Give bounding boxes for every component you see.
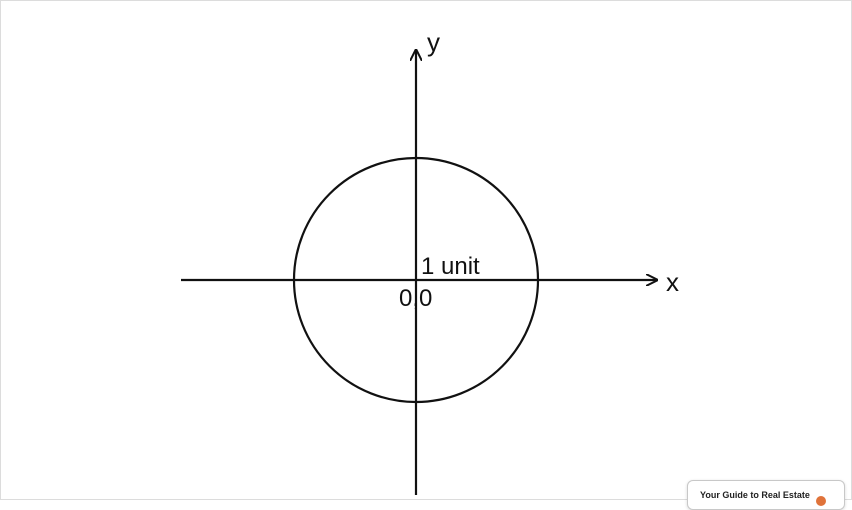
x-axis-label: x (666, 267, 679, 297)
y-axis-label: y (427, 27, 440, 57)
unit-circle-diagram: y x 1 unit 0,0 (181, 27, 679, 495)
radius-label: 1 unit (421, 253, 480, 280)
ad-text: Your Guide to Real Estate (700, 490, 810, 500)
house-logo-icon (816, 496, 826, 506)
origin-label: 0,0 (399, 285, 432, 312)
ad-badge[interactable]: Your Guide to Real Estate (687, 480, 845, 510)
